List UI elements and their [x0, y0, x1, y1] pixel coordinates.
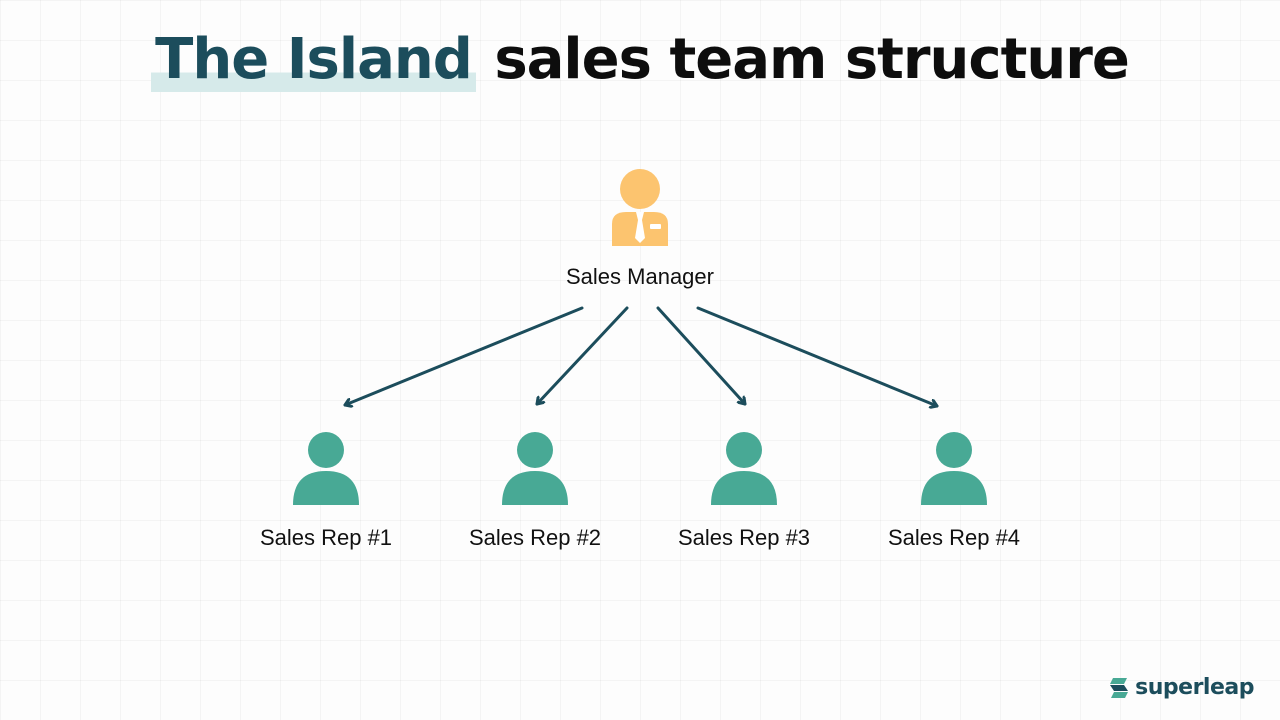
page-title: The Island sales team structure	[0, 27, 1280, 92]
rep-4-icon	[921, 432, 987, 505]
rep-1-icon	[293, 432, 359, 505]
title-rest: sales team structure	[494, 27, 1130, 92]
superleap-logo: superleap	[1107, 675, 1254, 700]
superleap-logo-icon	[1110, 677, 1129, 698]
arrow-to-rep-1	[343, 306, 584, 405]
manager-icon	[612, 169, 668, 246]
title-highlight: The Island	[151, 27, 476, 92]
rep-4-label: Sales Rep #4	[887, 525, 1021, 550]
arrow-to-rep-2	[535, 306, 629, 406]
arrows	[343, 306, 939, 406]
arrow-to-rep-3	[656, 306, 747, 406]
rep-3-label: Sales Rep #3	[677, 525, 811, 550]
rep-2-label: Sales Rep #2	[468, 525, 602, 550]
rep-3-icon	[711, 432, 777, 505]
arrow-to-rep-4	[696, 306, 939, 406]
logo-text: superleap	[1135, 675, 1254, 700]
manager-label: Sales Manager	[566, 264, 714, 289]
rep-1-label: Sales Rep #1	[259, 525, 393, 550]
rep-2-icon	[502, 432, 568, 505]
